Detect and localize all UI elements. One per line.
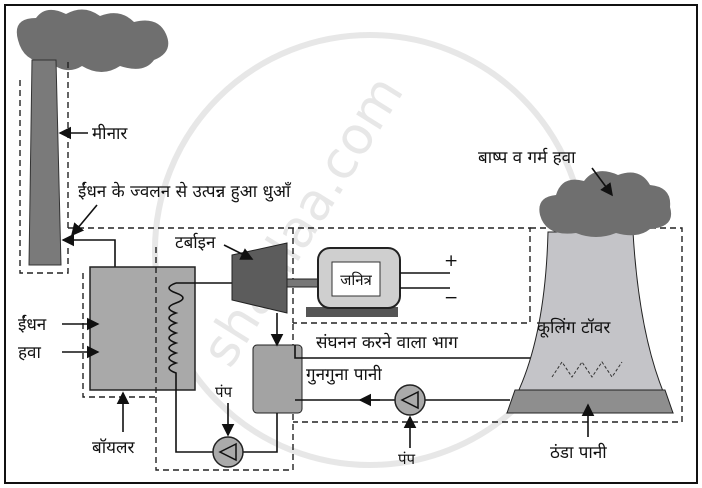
- generator: जनित्र: [306, 247, 401, 317]
- air-label: हवा: [18, 343, 41, 363]
- chimney-stack: [28, 59, 62, 266]
- chimney-label: मीनार: [92, 123, 128, 144]
- warm-water-label: गुनगुना पानी: [306, 364, 382, 385]
- fuel-label: ईंधन: [18, 314, 47, 335]
- smoke-cloud: [16, 9, 169, 73]
- pump-2: [394, 384, 426, 416]
- cooling-tower-label: कूलिंग टॉवर: [537, 317, 611, 338]
- generator-label: जनित्र: [340, 271, 372, 289]
- cold-water-label: ठंडा पानी: [550, 442, 607, 463]
- condenser-label: संघनन करने वाला भाग: [316, 332, 458, 353]
- pump-1: [212, 436, 244, 468]
- cooling-tower: [293, 171, 683, 423]
- steam-hot-air-label: बाष्प व गर्म हवा: [478, 147, 576, 168]
- plus-terminal: +: [444, 251, 458, 271]
- turbine: [231, 242, 288, 314]
- boiler: [82, 247, 294, 471]
- minus-terminal: −: [444, 288, 458, 308]
- pump-2-label: पंप: [398, 450, 416, 468]
- smoke-label: ईंधन के ज्वलन से उत्पन्न हुआ धुआँ: [78, 181, 292, 203]
- shaft: [286, 278, 321, 288]
- pump-1-label: पंप: [215, 383, 233, 401]
- boiler-label: बॉयलर: [92, 438, 135, 458]
- turbine-label: टर्बाइन: [175, 232, 216, 253]
- chimney: [16, 9, 169, 274]
